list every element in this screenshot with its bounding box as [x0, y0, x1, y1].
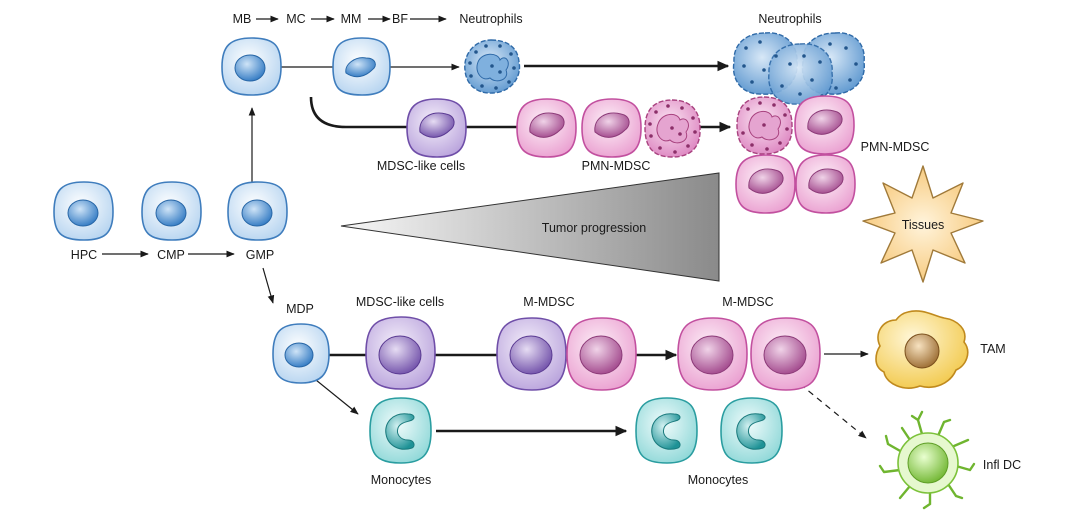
label-monocytes-left: Monocytes: [371, 473, 431, 487]
mdsc-like-top-cell: [406, 98, 467, 158]
pmn-mdsc-cluster: [735, 95, 856, 214]
tissues-star: Tissues: [862, 165, 984, 283]
label-tam: TAM: [980, 342, 1005, 356]
tumor-progression-label: Tumor progression: [542, 221, 646, 235]
infl-dc-cell: [878, 410, 976, 510]
label-mdsc-like-top: MDSC-like cells: [377, 159, 465, 173]
cmp-cell: [141, 181, 202, 241]
pmn-mdsc-cell-2: [581, 98, 642, 158]
neutrophil-cluster: [732, 32, 865, 105]
label-pmn-mdsc-mid: PMN-MDSC: [582, 159, 651, 173]
tam-cell: [875, 310, 969, 389]
mm-cell: [332, 37, 391, 96]
tissues-label: Tissues: [902, 218, 945, 232]
pmn-mdsc-granular-cell: [644, 99, 701, 158]
tumor-progression-wedge: Tumor progression: [340, 172, 720, 282]
label-pmn-mdsc-right: PMN-MDSC: [861, 140, 930, 154]
labels: MB MC MM BF Neutrophils Neutrophils MDSC…: [71, 12, 1021, 487]
label-hpc: HPC: [71, 248, 97, 262]
label-monocytes-right: Monocytes: [688, 473, 748, 487]
connectors: [102, 15, 869, 439]
label-gmp: GMP: [246, 248, 274, 262]
monocyte-cell-1: [369, 397, 432, 464]
label-neutrophils-right: Neutrophils: [758, 12, 821, 26]
label-mc: MC: [286, 12, 305, 26]
pmn-mdsc-cell-1: [516, 98, 577, 158]
m-mdsc-cell-pink-2: [677, 317, 748, 391]
mdsc-like-bottom-cell: [365, 316, 436, 390]
label-m-mdsc-1: M-MDSC: [523, 295, 574, 309]
mb-cell: [221, 37, 282, 96]
label-mdsc-like-bottom: MDSC-like cells: [356, 295, 444, 309]
mdp-cell: [272, 323, 330, 384]
m-mdsc-cell-purple: [496, 317, 567, 391]
label-bf: BF: [392, 12, 408, 26]
label-m-mdsc-2: M-MDSC: [722, 295, 773, 309]
hpc-cell: [53, 181, 114, 241]
label-mm: MM: [341, 12, 362, 26]
gmp-cell: [227, 181, 288, 241]
label-mdp: MDP: [286, 302, 314, 316]
monocyte-cell-2: [635, 397, 698, 464]
label-infl-dc: Infl DC: [983, 458, 1021, 472]
label-mb: MB: [233, 12, 252, 26]
m-mdsc-cell-pink-3: [750, 317, 821, 391]
m-mdsc-cell-pink-1: [566, 317, 637, 391]
label-neutrophils-top: Neutrophils: [459, 12, 522, 26]
monocyte-cell-3: [720, 397, 783, 464]
neutrophil-top-cell: [464, 39, 521, 94]
label-cmp: CMP: [157, 248, 185, 262]
